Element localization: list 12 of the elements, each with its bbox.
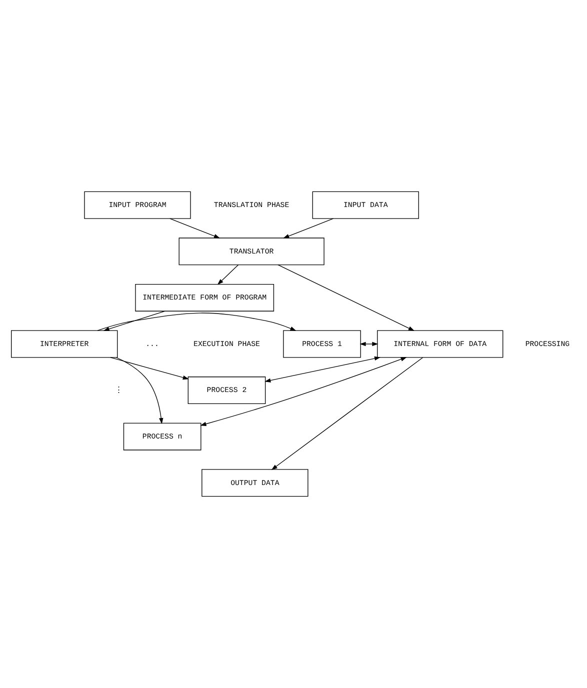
arrow [97, 312, 296, 331]
arrow [217, 264, 239, 285]
arrow [103, 310, 166, 332]
arrow [110, 357, 189, 380]
arrow [264, 356, 381, 382]
arrow [170, 218, 220, 238]
arrow [200, 357, 407, 426]
arrow [116, 357, 164, 424]
arrow [283, 218, 334, 238]
arrow [271, 357, 424, 470]
arrow [278, 264, 414, 331]
arrow [360, 342, 378, 346]
